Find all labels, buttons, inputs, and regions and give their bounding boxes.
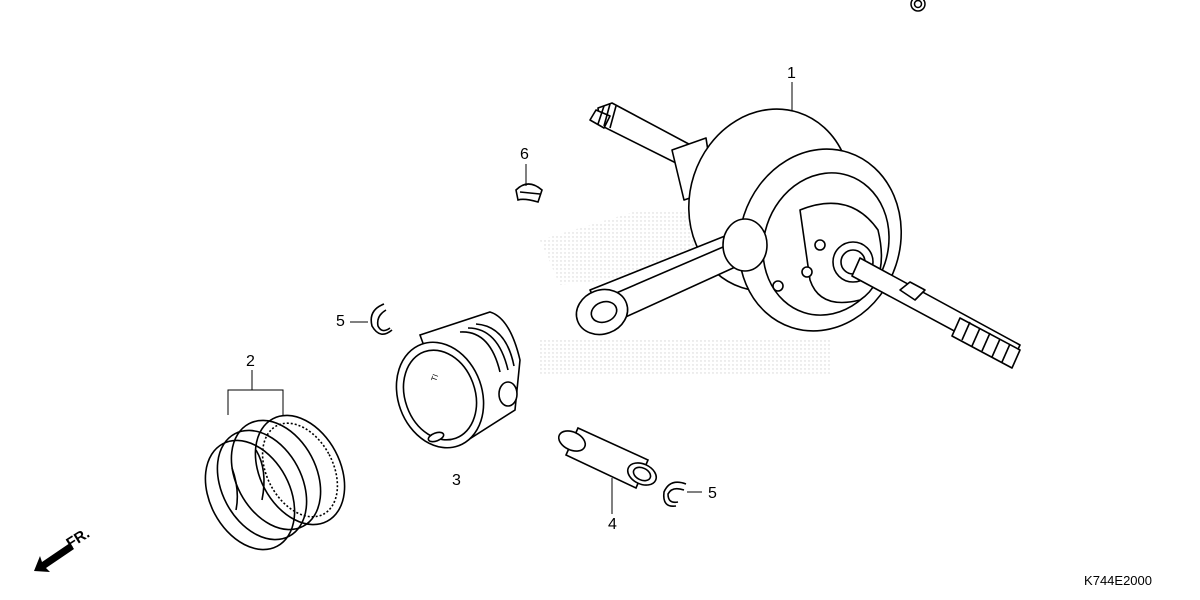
piston-pin [557, 426, 658, 490]
callout-5-lower: 5 [708, 485, 717, 502]
woodruff-key [515, 183, 543, 203]
piston-pin-clip-upper [370, 303, 393, 335]
front-direction-arrow-icon [34, 543, 74, 572]
svg-text:TI: TI [429, 373, 440, 383]
small-ring-icon [910, 0, 926, 12]
callout-5-upper: 5 [336, 313, 345, 330]
piston: TI [395, 311, 521, 449]
callout-3: 3 [452, 472, 461, 489]
callout-6: 6 [520, 146, 529, 163]
callout-1: 1 [787, 65, 796, 82]
piston-pin-clip-lower [662, 481, 687, 508]
callout-4: 4 [608, 516, 617, 533]
crankshaft-assembly [575, 102, 1021, 369]
callout-2: 2 [246, 353, 255, 370]
diagram-code: K744E2000 [1084, 573, 1152, 588]
piston-ring-set [204, 414, 346, 551]
leader-lines [227, 82, 793, 514]
